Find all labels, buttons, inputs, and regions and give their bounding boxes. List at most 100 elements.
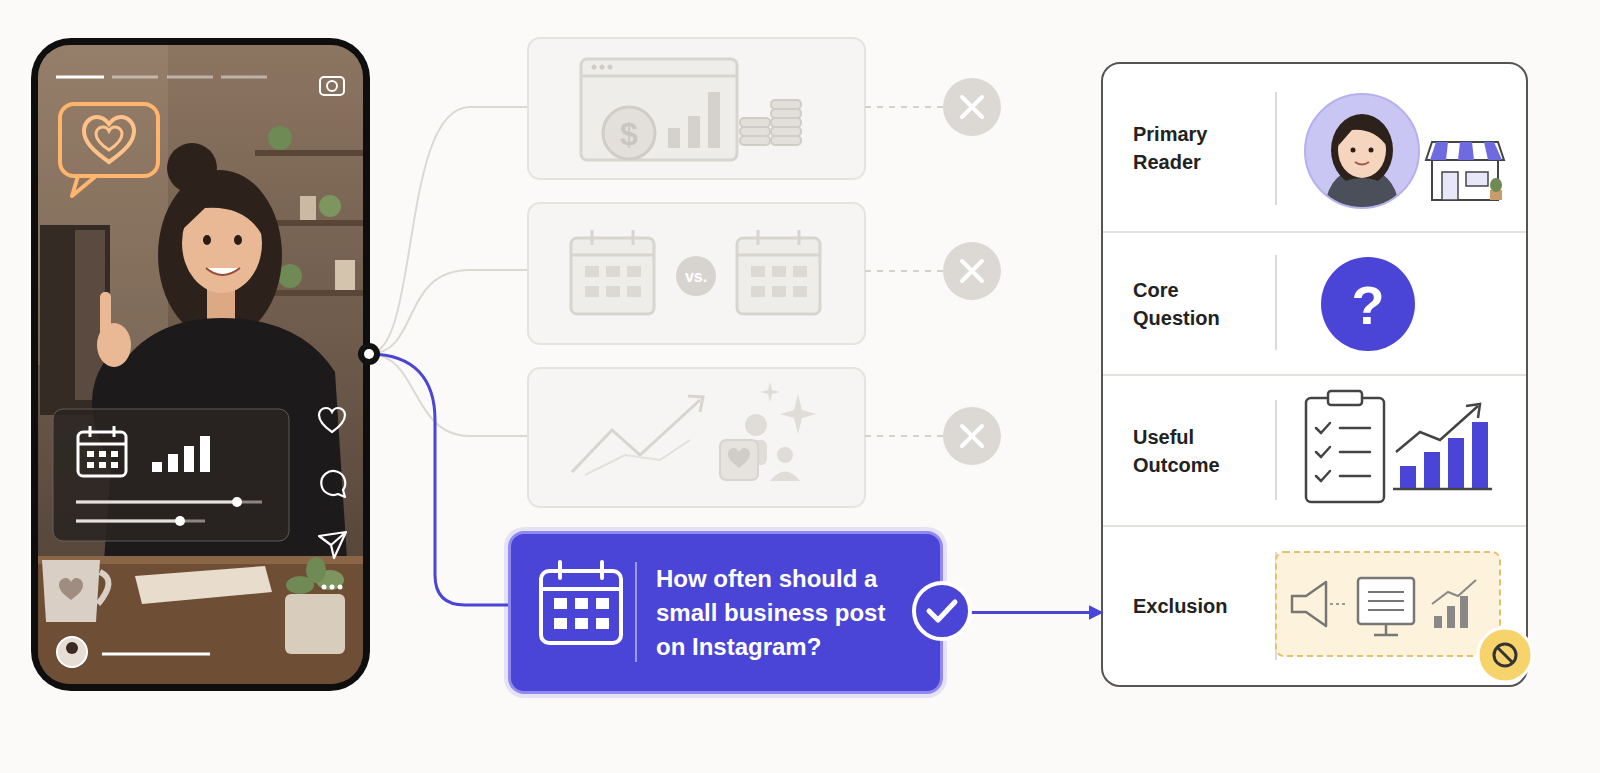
option-wire bbox=[369, 107, 528, 354]
checklist-icon bbox=[1316, 447, 1330, 457]
reject-mark bbox=[865, 270, 943, 272]
criteria-label: Primary Reader bbox=[1133, 120, 1251, 176]
reject-mark bbox=[865, 107, 943, 436]
checklist-icon bbox=[1306, 391, 1384, 502]
money-icon bbox=[740, 136, 770, 145]
option-wire bbox=[369, 270, 528, 354]
question-glyph: ? bbox=[1352, 278, 1385, 332]
calendar-compare-icon bbox=[585, 286, 599, 297]
phone-mockup bbox=[175, 516, 185, 526]
phone-mockup bbox=[56, 76, 104, 79]
phone-mockup bbox=[78, 432, 126, 476]
store-icon bbox=[1426, 142, 1504, 200]
growth-chart-icon bbox=[1400, 466, 1416, 488]
growth-icon bbox=[572, 382, 816, 481]
growth-chart-icon bbox=[1393, 404, 1492, 489]
checklist-icon bbox=[1316, 423, 1330, 433]
wire-dot bbox=[364, 349, 374, 359]
money-icon bbox=[771, 136, 801, 145]
calendar-icon bbox=[596, 618, 609, 629]
reader-avatar bbox=[1325, 178, 1399, 210]
reject-mark bbox=[962, 97, 982, 446]
store-icon bbox=[1490, 178, 1502, 192]
brief-panel bbox=[1275, 400, 1277, 500]
money-icon bbox=[740, 100, 801, 145]
selected-question-box: How often should a small business post o… bbox=[508, 531, 943, 694]
brief-panel bbox=[1275, 255, 1277, 350]
reader-avatar bbox=[1305, 94, 1419, 210]
phone-mockup bbox=[319, 532, 346, 558]
phone-mockup bbox=[89, 426, 92, 437]
exclusion-zone bbox=[1368, 609, 1404, 611]
money-icon bbox=[581, 59, 801, 160]
calendar-compare-icon bbox=[751, 286, 765, 297]
money-icon bbox=[708, 92, 720, 148]
phone-mockup bbox=[300, 196, 316, 220]
phone-mockup bbox=[98, 572, 109, 604]
exclusion-zone bbox=[1368, 592, 1404, 610]
calendar-icon bbox=[575, 598, 588, 609]
money-icon bbox=[608, 65, 613, 70]
checklist-icon bbox=[1340, 475, 1370, 478]
phone-mockup bbox=[87, 462, 94, 468]
growth-icon bbox=[728, 448, 750, 468]
brief-panel bbox=[1102, 63, 1527, 686]
phone-mockup bbox=[321, 471, 345, 497]
calendar-compare-icon bbox=[772, 266, 786, 277]
phone-mockup bbox=[152, 462, 162, 472]
store-icon bbox=[1426, 142, 1504, 160]
growth-chart-icon bbox=[1396, 406, 1478, 452]
versus-label: vs. bbox=[685, 269, 707, 285]
calendar-compare-icon bbox=[571, 230, 820, 314]
calendar-compare-icon bbox=[606, 286, 620, 297]
phone-mockup bbox=[72, 176, 96, 196]
reject-mark bbox=[962, 426, 982, 446]
calendar-compare-icon bbox=[606, 266, 620, 277]
flow-arrow bbox=[943, 611, 1102, 614]
phone-mockup bbox=[319, 195, 341, 217]
phone-mockup bbox=[112, 76, 158, 79]
checklist-icon bbox=[1340, 427, 1370, 430]
phone-mockup bbox=[57, 637, 87, 667]
faded-option-box bbox=[528, 38, 865, 507]
brief-panel bbox=[1103, 232, 1526, 526]
reader-avatar bbox=[1331, 114, 1393, 186]
money-icon bbox=[603, 107, 655, 159]
brief-panel bbox=[1275, 92, 1277, 205]
exclusion-zone bbox=[1276, 552, 1500, 656]
checklist-icon bbox=[1328, 391, 1362, 405]
checklist-icon bbox=[1316, 471, 1330, 481]
faded-option-box bbox=[528, 368, 865, 507]
exclusion-zone bbox=[1374, 634, 1398, 637]
store-icon bbox=[1430, 142, 1448, 160]
calendar-compare-icon bbox=[585, 266, 599, 277]
brief-panel bbox=[1103, 525, 1526, 527]
phone-mockup bbox=[168, 454, 178, 472]
phone-mockup bbox=[306, 557, 326, 583]
money-icon bbox=[740, 127, 770, 136]
calendar-compare-icon bbox=[571, 230, 820, 255]
phone-mockup bbox=[285, 594, 345, 654]
reject-mark bbox=[962, 97, 982, 117]
calendar-compare-icon bbox=[737, 254, 820, 257]
phone-mockup bbox=[268, 126, 292, 150]
store-icon bbox=[1430, 142, 1502, 160]
growth-chart-icon bbox=[1448, 438, 1464, 488]
question-badge bbox=[1321, 257, 1415, 351]
calendar-compare-icon bbox=[757, 230, 760, 245]
phone-mockup bbox=[319, 408, 345, 432]
exclusion-zone bbox=[1330, 603, 1345, 605]
growth-chart-icon bbox=[1393, 488, 1492, 491]
calendar-compare-icon bbox=[627, 266, 641, 277]
store-icon bbox=[1466, 172, 1488, 186]
phone-mockup bbox=[278, 264, 302, 288]
option-wire bbox=[369, 354, 528, 436]
prohibition-badge bbox=[1497, 647, 1513, 663]
money-icon bbox=[771, 127, 801, 136]
reject-mark bbox=[943, 78, 1001, 136]
growth-icon bbox=[745, 414, 767, 436]
calendar-compare-icon bbox=[737, 238, 820, 314]
growth-icon bbox=[770, 472, 800, 482]
